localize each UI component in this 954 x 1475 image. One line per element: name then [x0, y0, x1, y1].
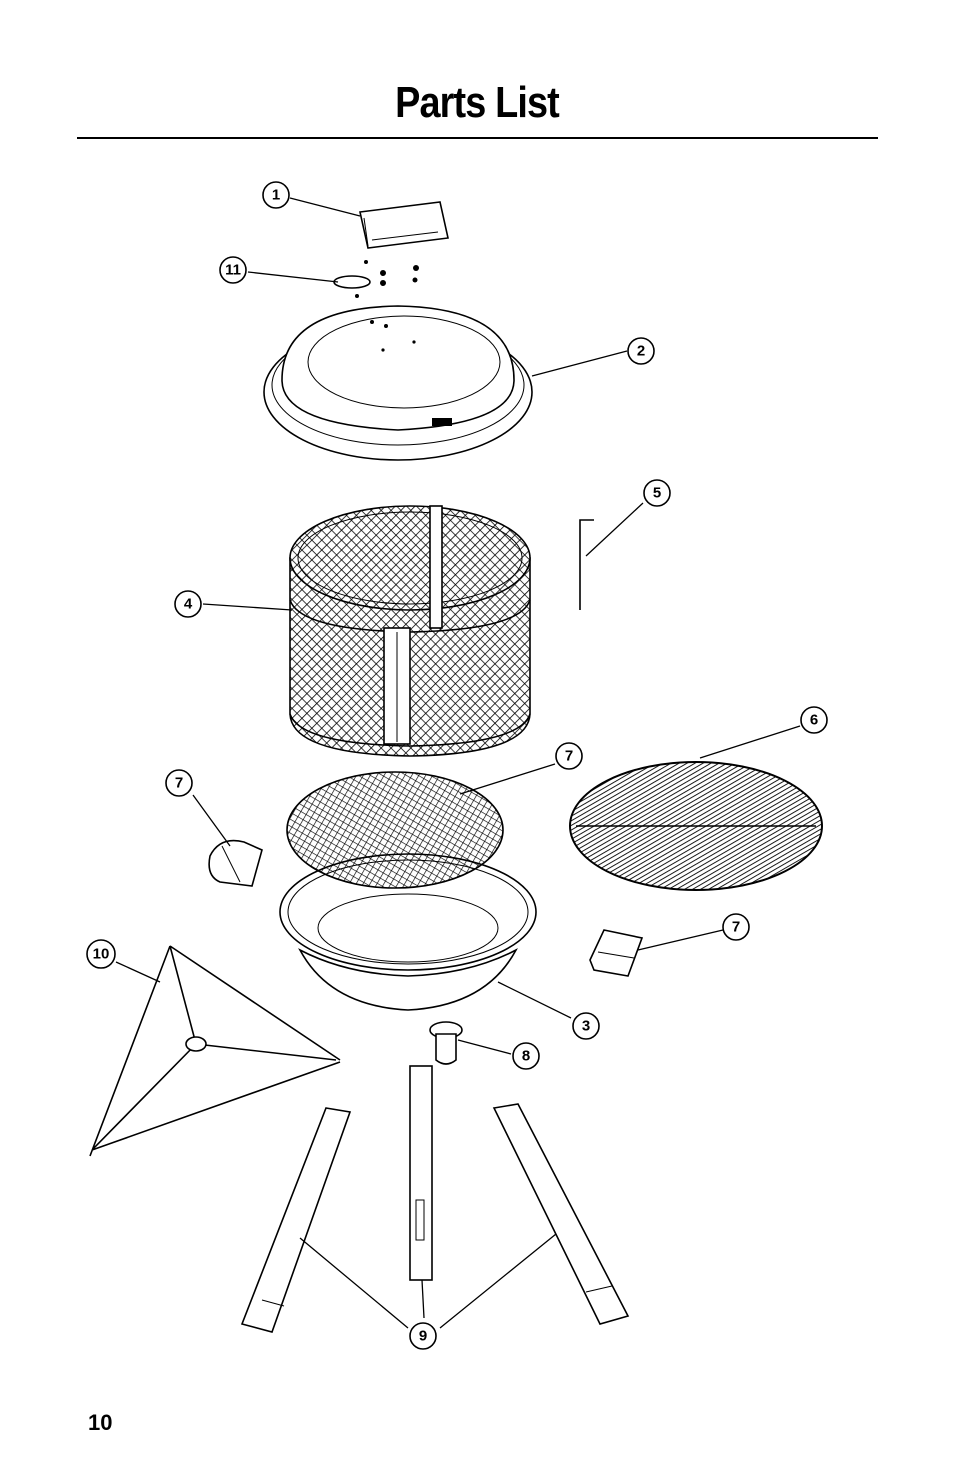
callout-label: 4: [184, 596, 193, 613]
callout-2: 3: [573, 1013, 599, 1039]
callout-1: 2: [628, 338, 654, 364]
callout-5: 6: [801, 707, 827, 733]
legs-part: [242, 1066, 628, 1332]
leg-brace-part: [90, 946, 340, 1156]
callout-7-top: 1: [263, 182, 289, 208]
callout-8: 8: [513, 1043, 539, 1069]
handle-right-part: [590, 930, 642, 976]
callout-11: 11: [220, 257, 246, 283]
callout-4: 5: [644, 480, 670, 506]
callout-label: 7: [732, 919, 740, 936]
callout-label: 11: [225, 262, 241, 279]
bracket-part: [580, 520, 594, 610]
handle-top-part: [360, 202, 448, 248]
callout-7-left: 7: [166, 770, 192, 796]
connector-part: [430, 1022, 462, 1064]
callout-label: 8: [522, 1048, 530, 1065]
callout-6: 7: [556, 743, 582, 769]
callout-label: 7: [175, 775, 183, 792]
callout-7-right: 7: [723, 914, 749, 940]
callout-label: 5: [653, 485, 661, 502]
callout-3: 4: [175, 591, 201, 617]
handle-left-part: [209, 841, 262, 886]
callout-label: 6: [810, 712, 818, 729]
page-number: 10: [88, 1410, 112, 1436]
callout-9: 9: [410, 1323, 436, 1349]
callout-10: 10: [87, 940, 115, 968]
callout-label: 10: [93, 946, 110, 963]
mesh-screen-part: [290, 506, 530, 756]
lid-part: [264, 306, 532, 460]
hardware-part: [334, 260, 419, 298]
callout-label: 9: [419, 1328, 427, 1345]
cooking-grate-part: [570, 762, 822, 890]
callout-label: 3: [582, 1018, 590, 1035]
callout-label: 2: [637, 343, 645, 360]
callout-label: 7: [565, 748, 573, 765]
callout-label: 1: [272, 187, 280, 204]
